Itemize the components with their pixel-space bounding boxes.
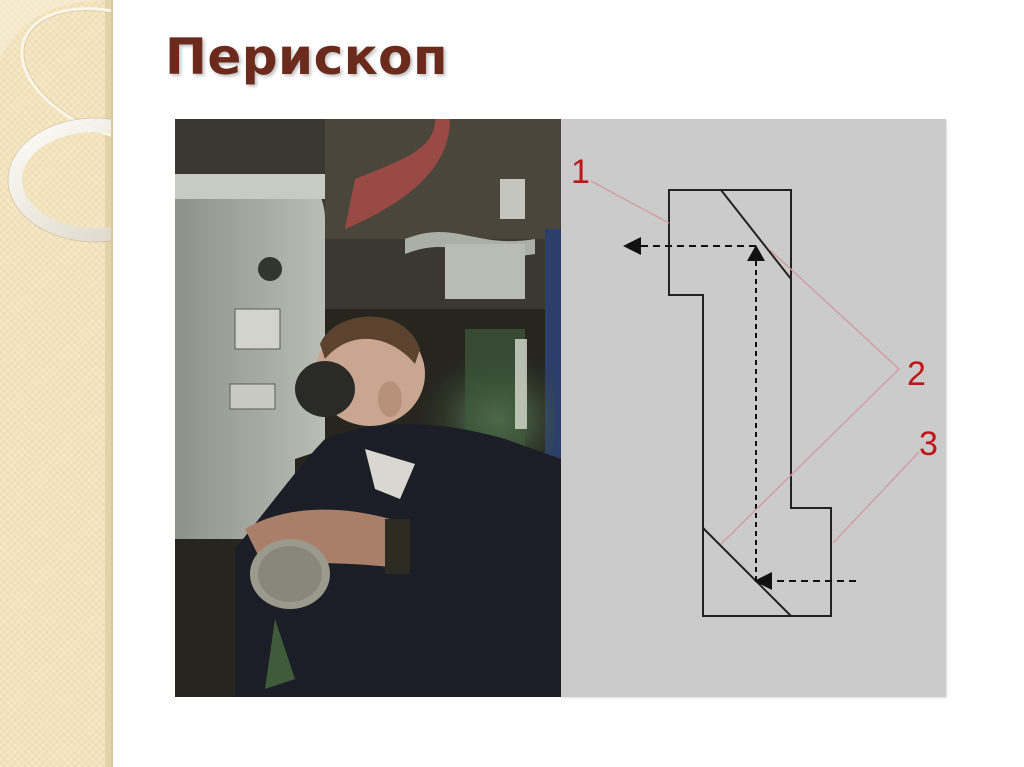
callout-label-2: 2 bbox=[907, 355, 926, 393]
periscope-schematic-icon bbox=[590, 180, 920, 617]
submariner-photo-icon bbox=[175, 119, 561, 697]
decorative-sidebar bbox=[0, 0, 113, 767]
decorative-rings-icon bbox=[0, 0, 111, 243]
callout-label-1: 1 bbox=[571, 153, 590, 191]
periscope-diagram: 1 2 3 bbox=[561, 119, 946, 697]
callout-label-3: 3 bbox=[919, 425, 938, 463]
slide-title: Перископ bbox=[165, 28, 449, 86]
sidebar-edge-strip bbox=[105, 0, 111, 767]
periscope-photo bbox=[175, 119, 561, 697]
